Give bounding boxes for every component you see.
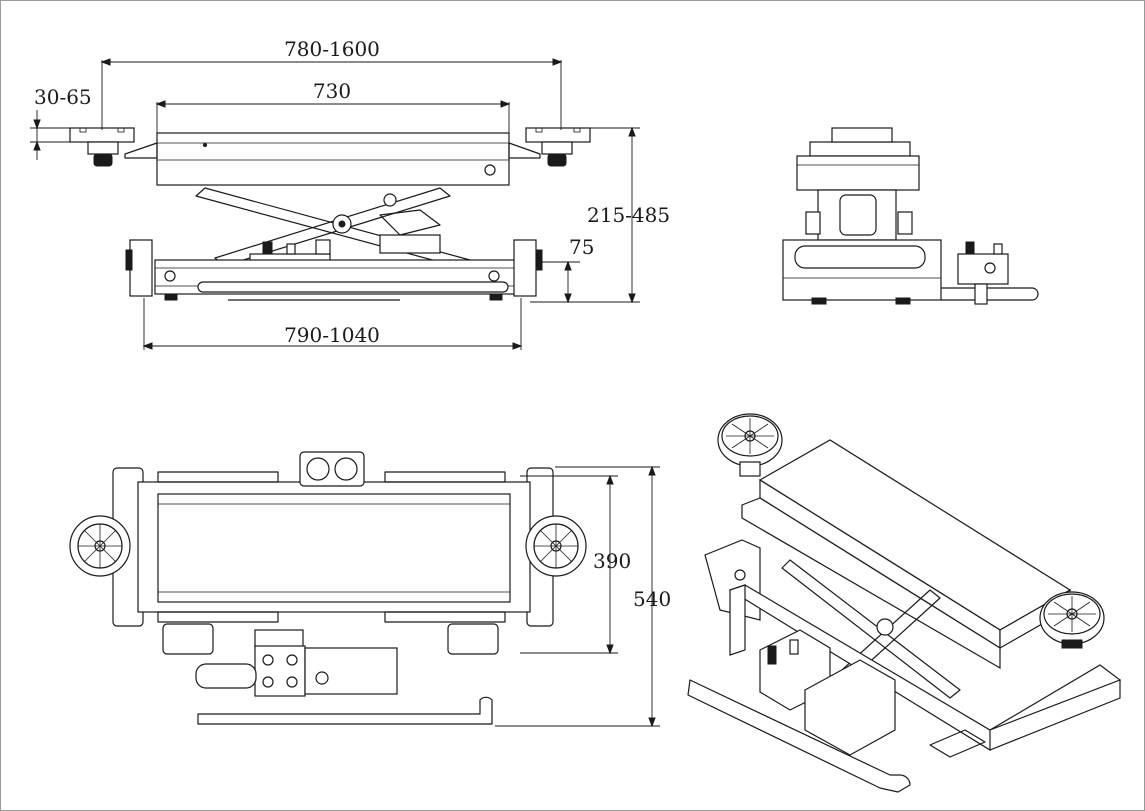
top-view-dimensions: 390 540 xyxy=(495,465,671,728)
side-view-dimensions: 780-1600 730 30-65 215-485 75 790-1 xyxy=(30,37,670,350)
iso-view xyxy=(687,413,1122,793)
side-platform xyxy=(156,132,510,186)
side-view xyxy=(69,127,591,301)
side-pad-right xyxy=(525,127,591,143)
end-view xyxy=(782,127,1039,305)
iso-pad-right xyxy=(1039,591,1105,649)
top-platform xyxy=(157,493,511,603)
dim-rail-height: 75 xyxy=(569,235,594,259)
dim-platform-length: 730 xyxy=(313,79,351,103)
dim-base-span: 790-1040 xyxy=(284,323,380,347)
dim-pad-height: 30-65 xyxy=(34,85,92,109)
dim-overall-width: 540 xyxy=(633,587,671,611)
top-handle xyxy=(197,696,493,725)
iso-pad-left xyxy=(717,413,783,477)
dim-lift-height: 215-485 xyxy=(587,203,670,227)
top-view xyxy=(69,451,587,725)
side-pad-left xyxy=(69,127,135,143)
top-pad-left xyxy=(69,515,131,577)
iso-handle xyxy=(687,679,911,793)
end-platform xyxy=(796,155,920,191)
dim-platform-width: 390 xyxy=(593,549,631,573)
dim-overall-span: 780-1600 xyxy=(284,37,380,61)
top-pad-right xyxy=(525,515,587,577)
